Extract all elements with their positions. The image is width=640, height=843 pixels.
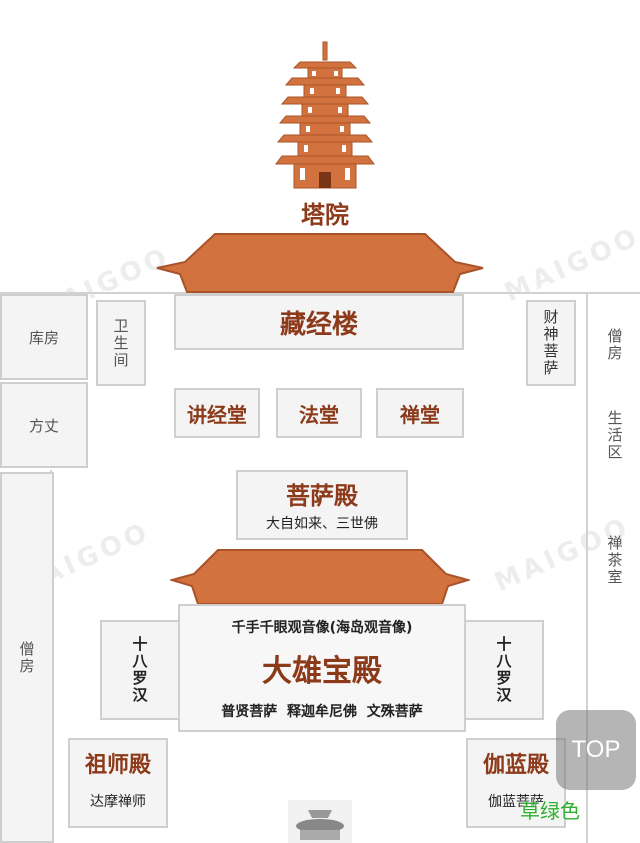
patriarch-hall-subtitle: 达摩禅师	[90, 794, 146, 810]
zen-tea-room: 禅茶室	[590, 515, 640, 605]
sangharama-hall-label: 伽蓝殿	[482, 752, 549, 778]
toilet: 卫生间	[96, 300, 146, 386]
arhats-right-label: 十八罗汉	[494, 636, 513, 704]
storeroom: 库房	[0, 294, 88, 380]
sutra-library: 藏经楼	[174, 294, 464, 350]
monk-quarters-left: 僧房	[0, 472, 54, 843]
arhats-right: 十八罗汉	[464, 620, 544, 720]
main-hall: 千手千眼观音像(海岛观音像) 大雄宝殿 普贤菩萨 释迦牟尼佛 文殊菩萨	[178, 604, 466, 732]
pagoda-label: 塔院	[301, 199, 349, 229]
bodhisattva-hall-subtitle: 大自如来、三世佛	[266, 516, 378, 532]
monk-quarters-right-label: 僧房	[605, 328, 624, 362]
bodhisattva-hall-label: 菩萨殿	[286, 480, 358, 510]
patriarch-hall-label: 祖师殿	[84, 752, 151, 778]
monk-quarters-left-label: 僧房	[17, 640, 36, 675]
dharma-hall: 法堂	[276, 388, 362, 438]
bodhisattva-hall: 菩萨殿 大自如来、三世佛	[236, 470, 408, 540]
wealth-god-shrine: 财神菩萨	[526, 300, 576, 386]
scroll-to-top-button[interactable]: TOP	[556, 710, 636, 790]
watermark: MAIGOO	[500, 221, 640, 309]
lecture-hall: 讲经堂	[174, 388, 260, 438]
main-hall-bottom-text: 普贤菩萨 释迦牟尼佛 文殊菩萨	[221, 704, 423, 720]
sangharama-hall-subtitle: 伽蓝菩萨	[488, 794, 544, 810]
zen-tea-room-label: 禅茶室	[605, 534, 624, 586]
zen-hall: 禅堂	[376, 388, 464, 438]
living-area: 生活区	[590, 390, 640, 480]
arhats-left: 十八罗汉	[100, 620, 180, 720]
toilet-label: 卫生间	[111, 317, 130, 369]
main-hall-top-text: 千手千眼观音像(海岛观音像)	[231, 620, 413, 636]
compound-wall-right	[586, 292, 588, 843]
pagoda-icon	[275, 41, 375, 189]
sangharama-hall: 伽蓝殿 伽蓝菩萨	[466, 738, 566, 828]
arhats-left-label: 十八罗汉	[130, 636, 149, 704]
username-watermark: 草绿色	[520, 799, 580, 823]
roof-icon	[170, 549, 470, 605]
roof-icon	[156, 233, 484, 293]
living-area-label: 生活区	[605, 409, 624, 461]
main-hall-label: 大雄宝殿	[262, 654, 382, 689]
abbot-room: 方丈	[0, 382, 88, 468]
monk-quarters-right: 僧房	[590, 300, 640, 390]
patriarch-hall: 祖师殿 达摩禅师	[68, 738, 168, 828]
incense-burner-icon	[288, 800, 352, 843]
wealth-god-label: 财神菩萨	[541, 309, 560, 377]
